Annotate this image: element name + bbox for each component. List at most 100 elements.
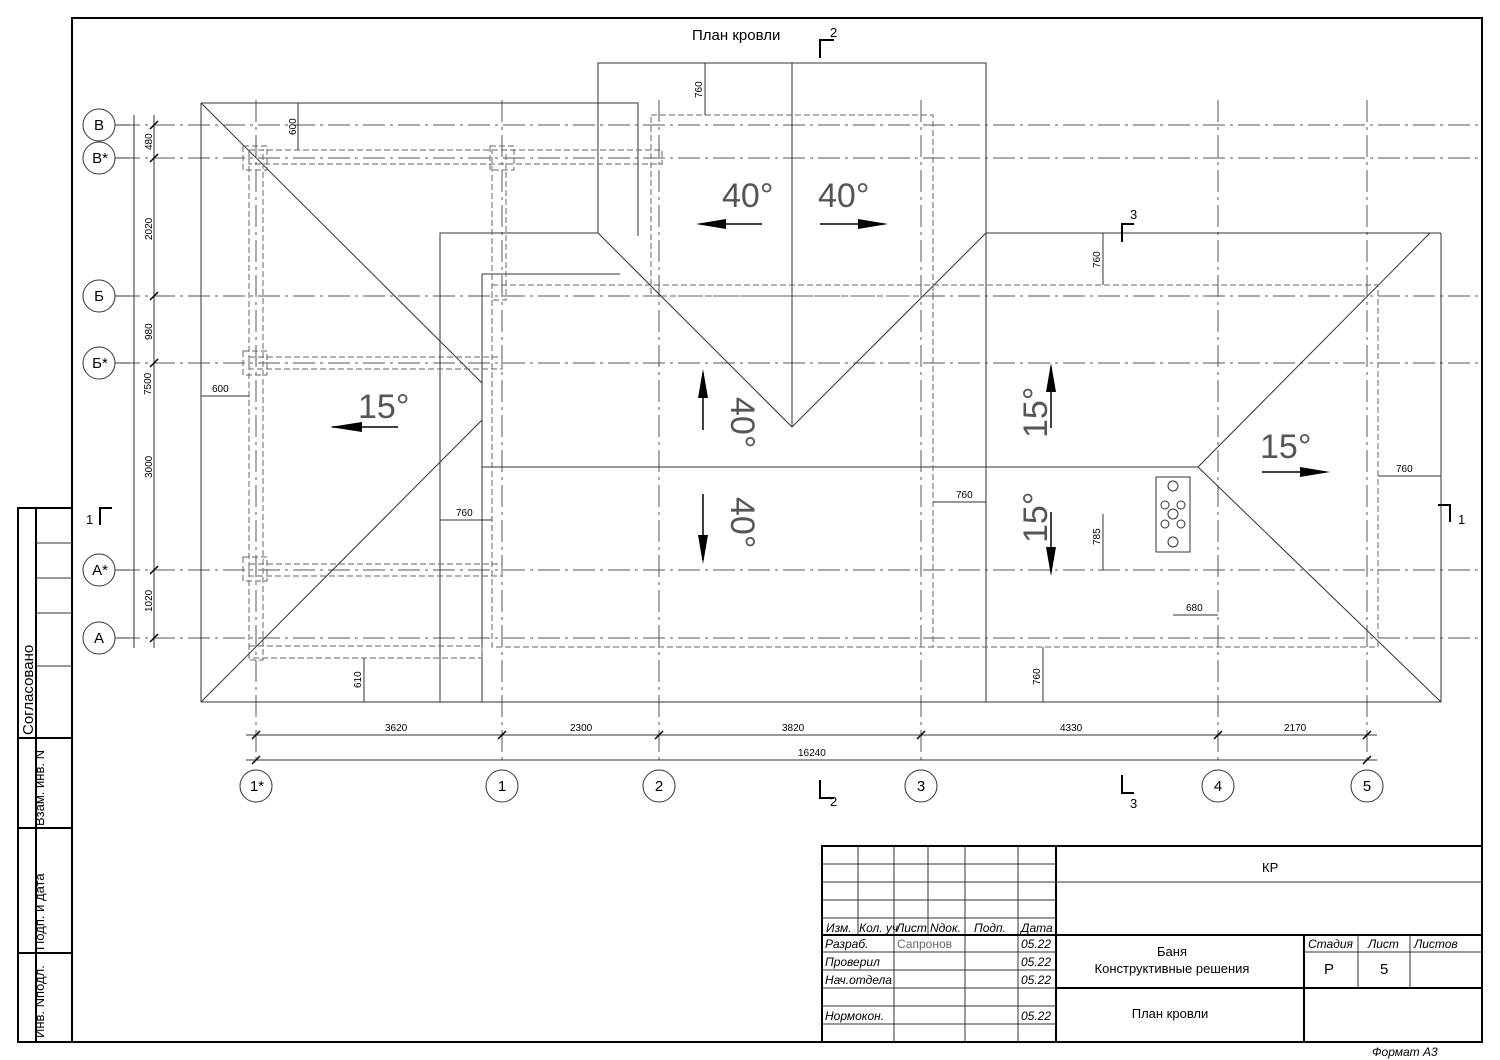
axis-marker-4: 4 xyxy=(1201,769,1235,803)
dim-760-mid: 760 xyxy=(956,490,973,501)
dim-480: 480 xyxy=(144,133,155,150)
dim-2300: 2300 xyxy=(570,723,593,734)
roof-outline xyxy=(200,62,1442,703)
format-label: Формат А3 xyxy=(1372,1045,1438,1059)
stamp-sign-date: Подп. и дата xyxy=(32,873,47,950)
column-axis-markers: 1* 1 2 3 4 5 xyxy=(239,769,1384,803)
dim-600-top: 600 xyxy=(288,118,299,135)
slope-far-right: 15° xyxy=(1260,428,1311,466)
svg-text:1: 1 xyxy=(498,778,506,795)
axis-marker-1: 1 xyxy=(485,769,519,803)
tb-h-data: Дата xyxy=(1019,921,1053,935)
tb-row4-role: Нормокон. xyxy=(825,1009,884,1023)
section-1-right: 1 xyxy=(1458,512,1465,527)
walls-dashed xyxy=(242,114,1379,661)
dim-2020: 2020 xyxy=(144,217,155,240)
tb-object-line1: Баня xyxy=(1157,944,1187,959)
tb-row2-date: 05.22 xyxy=(1021,955,1051,969)
dim-760-right: 760 xyxy=(1396,464,1413,475)
slope-left: 15° xyxy=(358,388,409,426)
dim-3820: 3820 xyxy=(782,723,805,734)
svg-text:1*: 1* xyxy=(250,778,264,795)
dim-1020: 1020 xyxy=(144,589,155,612)
tb-row1-role: Разраб. xyxy=(825,937,868,951)
dimension-chain-vertical: 480 2020 980 3000 1020 7500 xyxy=(133,115,159,648)
dim-785: 785 xyxy=(1092,528,1103,545)
section-3-top: 3 xyxy=(1130,207,1137,222)
section-2-top: 2 xyxy=(830,25,837,40)
tb-h-podp: Подп. xyxy=(974,921,1006,935)
dim-680: 680 xyxy=(1186,603,1203,614)
svg-text:5: 5 xyxy=(1363,778,1371,795)
tb-stage: Р xyxy=(1324,961,1334,978)
side-stamp: Согласовано Взам. инв. N Подп. и дата Ин… xyxy=(17,507,73,1043)
row-axis-lines xyxy=(118,124,1482,639)
axis-marker-2: 2 xyxy=(642,769,676,803)
svg-text:Б*: Б* xyxy=(92,355,108,372)
tb-sheets-label: Листов xyxy=(1413,937,1458,951)
tb-h-list: Лист xyxy=(895,921,927,935)
axis-marker-v-star: В* xyxy=(82,141,130,175)
dim-3000: 3000 xyxy=(144,455,155,478)
section-3-bottom: 3 xyxy=(1130,796,1137,811)
tb-row3-date: 05.22 xyxy=(1021,973,1051,987)
svg-text:А*: А* xyxy=(92,562,108,579)
stamp-agreed: Согласовано xyxy=(20,645,37,735)
tb-row2-role: Проверил xyxy=(825,955,880,969)
stamp-replace-inv: Взам. инв. N xyxy=(32,750,47,826)
row-axis-markers: В В* Б Б* А* А xyxy=(82,108,130,655)
axis-marker-a: А xyxy=(82,621,130,655)
overhang-dimensions: 600 600 760 760 760 760 760 760 610 785 … xyxy=(201,63,1441,702)
dim-2170: 2170 xyxy=(1284,723,1307,734)
tb-row4-date: 05.22 xyxy=(1021,1009,1051,1023)
svg-text:2: 2 xyxy=(655,778,663,795)
axis-marker-5: 5 xyxy=(1350,769,1384,803)
dim-total: 16240 xyxy=(798,748,826,759)
tb-row3-role: Нач.отдела xyxy=(825,973,892,987)
title-block: КР Изм. Кол. уч Лист Nдок. Подп. Дата Ра… xyxy=(821,845,1483,1043)
dim-600-left: 600 xyxy=(212,384,229,395)
chimney xyxy=(1155,476,1191,553)
slope-labels: 15° 40° 40° 40° 40° 15° 15° 15° xyxy=(330,177,1330,576)
svg-text:Б: Б xyxy=(94,288,104,305)
tb-sheet-label: Лист xyxy=(1367,937,1399,951)
sheet-frame xyxy=(71,17,1483,1043)
axis-marker-a-star: А* xyxy=(82,553,130,587)
tb-h-ndok: Nдок. xyxy=(930,921,961,935)
tb-h-izm: Изм. xyxy=(826,921,852,935)
tb-sheet-title: План кровли xyxy=(1132,1006,1209,1021)
column-axis-lines xyxy=(255,100,1368,765)
axis-marker-b-star: Б* xyxy=(82,346,130,380)
section-1-left: 1 xyxy=(86,512,93,527)
tb-row1-name: Сапронов xyxy=(897,937,952,951)
tb-object-line2: Конструктивные решения xyxy=(1095,961,1250,976)
svg-text:4: 4 xyxy=(1214,778,1222,795)
dim-610: 610 xyxy=(353,671,364,688)
dim-980: 980 xyxy=(144,323,155,340)
axis-marker-3: 3 xyxy=(904,769,938,803)
slope-mid-lower: 40° xyxy=(723,497,761,548)
slope-mid-upper: 40° xyxy=(723,397,761,448)
axis-marker-v: В xyxy=(82,108,130,142)
dimension-chain-bottom: 3620 2300 3820 4330 2170 16240 xyxy=(246,723,1377,765)
section-2-bottom: 2 xyxy=(830,794,837,809)
dim-7500: 7500 xyxy=(143,372,154,395)
tb-row1-date: 05.22 xyxy=(1021,937,1051,951)
slope-top-left: 40° xyxy=(722,177,773,215)
tb-code: КР xyxy=(1262,860,1278,875)
slope-right-lower: 15° xyxy=(1017,492,1055,543)
svg-text:В: В xyxy=(94,117,104,134)
dim-4330: 4330 xyxy=(1060,723,1083,734)
slope-top-right: 40° xyxy=(818,177,869,215)
axis-marker-1-star: 1* xyxy=(239,769,273,803)
stamp-inv-orig: Инв. Nподл. xyxy=(32,965,47,1038)
dim-760-top: 760 xyxy=(694,81,705,98)
drawing-title: План кровли xyxy=(692,27,780,44)
section-marks: 2 2 3 3 1 1 xyxy=(86,25,1465,811)
svg-text:А: А xyxy=(94,630,104,647)
tb-h-kol: Кол. уч xyxy=(859,921,898,935)
tb-stage-label: Стадия xyxy=(1308,937,1354,951)
dim-760-bottom: 760 xyxy=(1032,668,1043,685)
tb-sheet: 5 xyxy=(1380,961,1388,978)
